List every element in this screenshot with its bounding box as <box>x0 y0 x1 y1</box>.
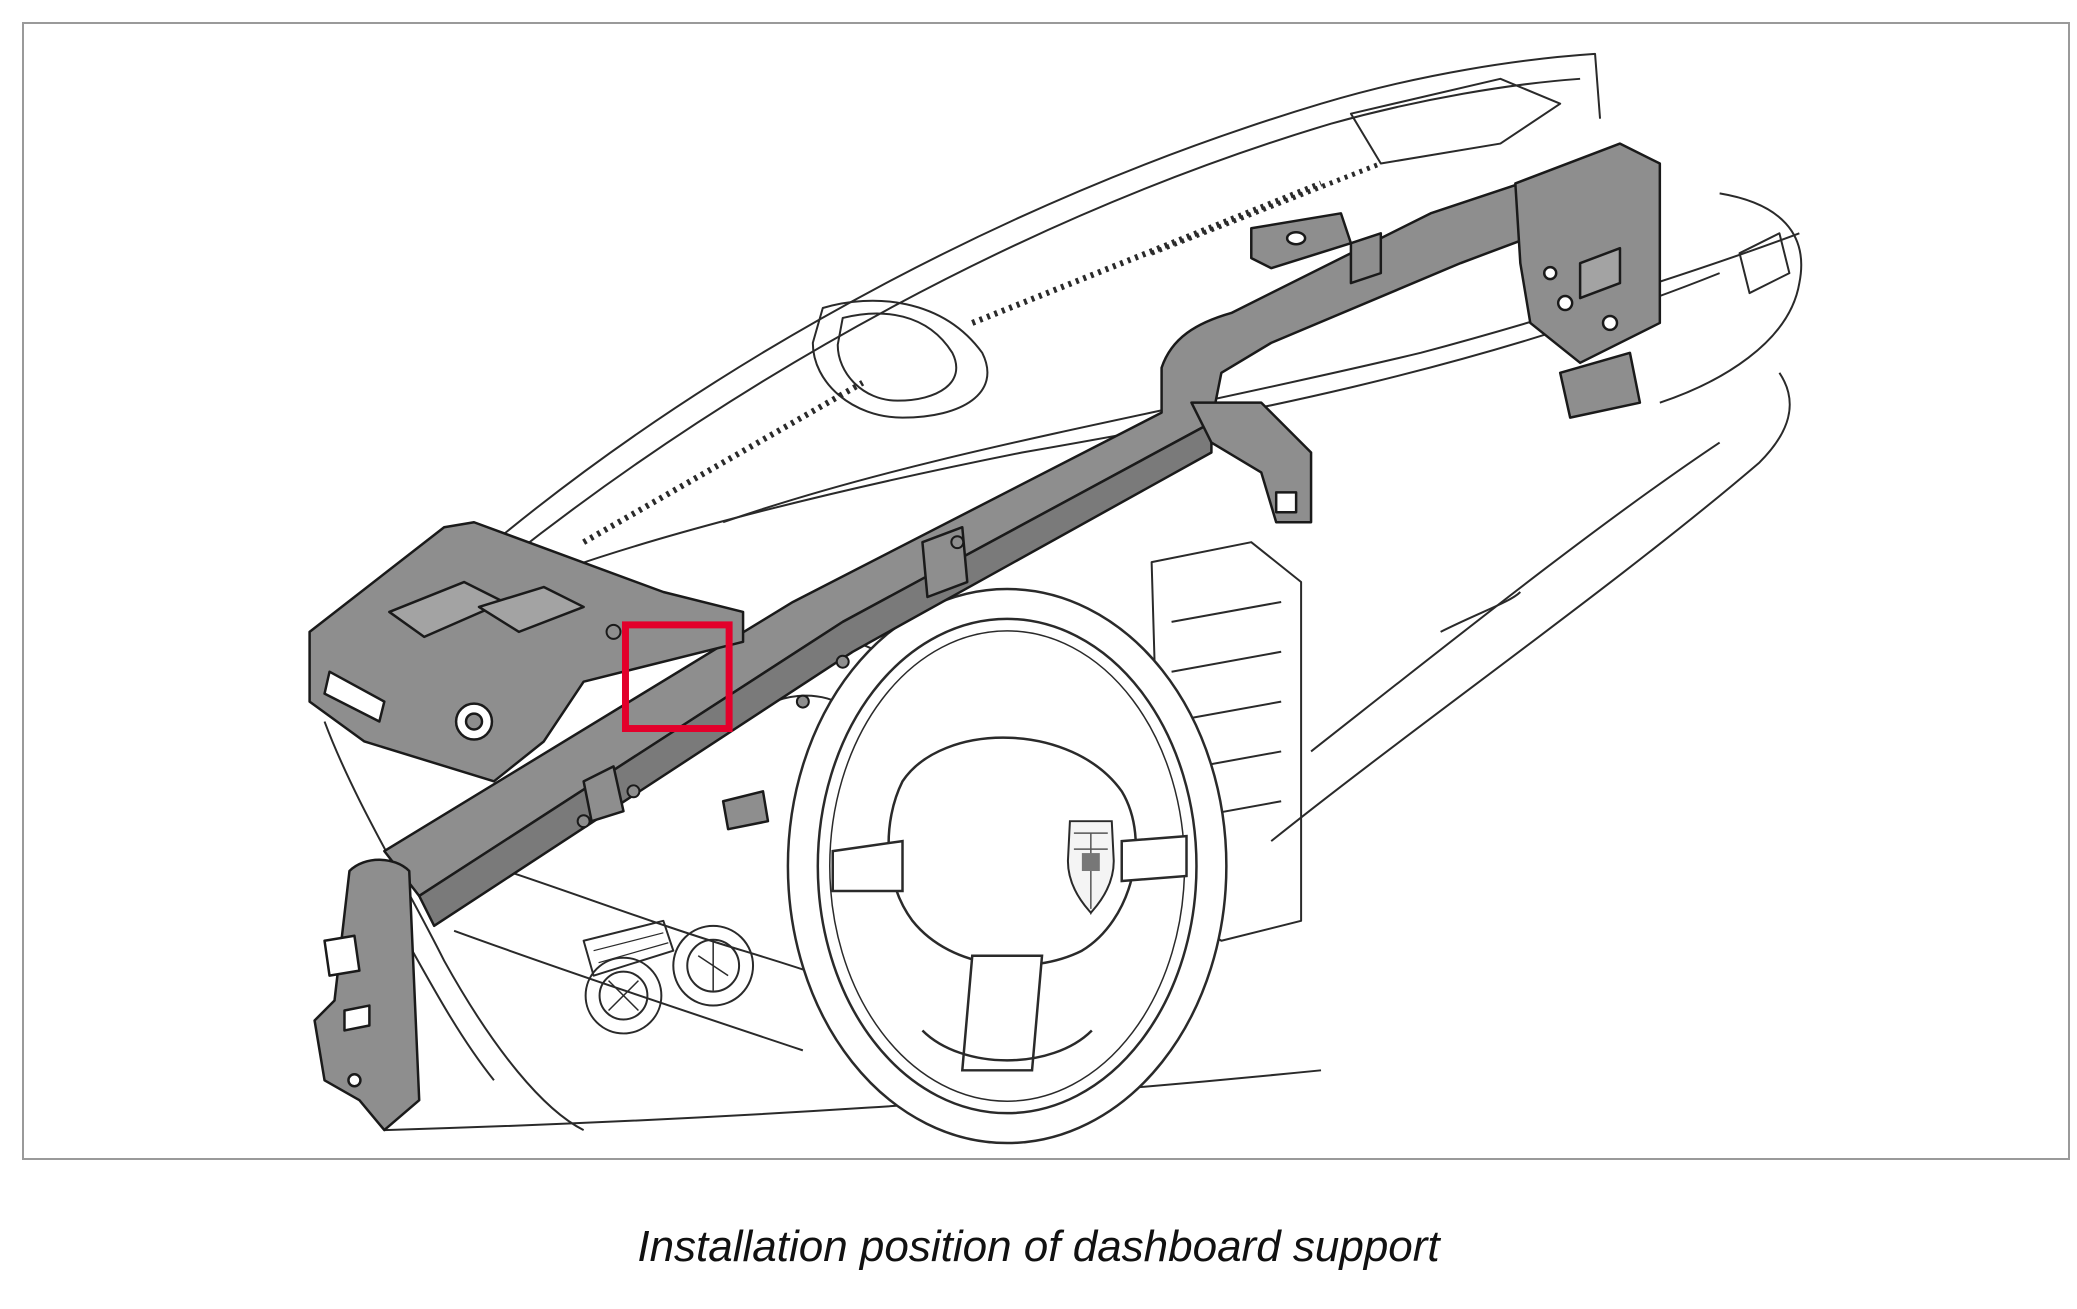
steering-wheel-crest-icon <box>1066 820 1115 916</box>
highlight-box <box>621 621 733 733</box>
steering-wheel <box>786 587 1228 1145</box>
figure-caption: Installation position of dashboard suppo… <box>637 1222 1440 1271</box>
bolt-studs <box>576 535 965 829</box>
dashboard-illustration <box>308 52 1803 1145</box>
illustration-frame <box>22 22 2070 1160</box>
